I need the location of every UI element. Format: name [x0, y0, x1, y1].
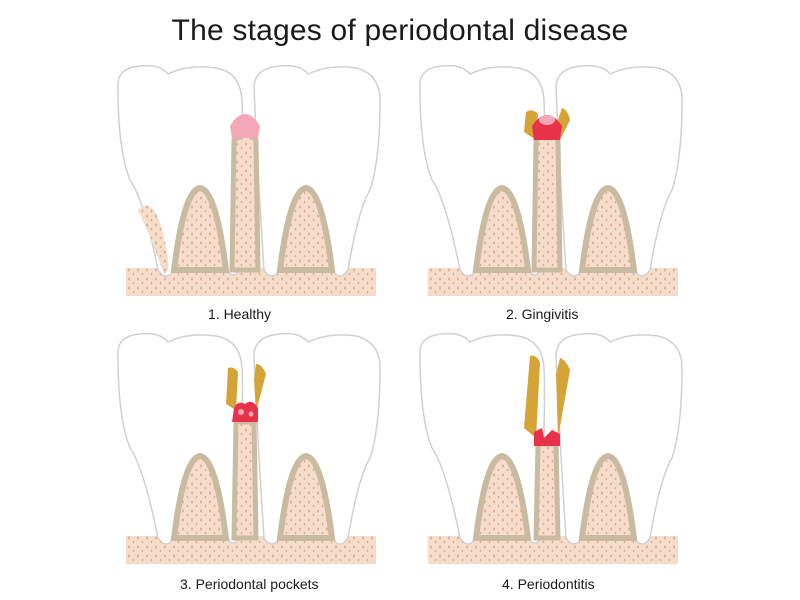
right-root-gap	[578, 452, 638, 541]
teeth-illustration-gingivitis	[419, 64, 683, 296]
stage-caption: 4. Periodontitis	[502, 576, 595, 592]
interdental-bone-receded	[533, 441, 561, 541]
gum-spot	[238, 409, 244, 415]
teeth-illustration-pockets	[117, 332, 381, 564]
right-root-gap	[578, 184, 638, 273]
left-root-gap	[170, 452, 230, 541]
left-tooth	[419, 332, 546, 545]
interdental-bone	[531, 132, 563, 273]
stage-caption: 1. Healthy	[208, 306, 272, 322]
left-tooth	[117, 332, 244, 545]
tartar-right	[254, 364, 266, 412]
interdental-bone	[229, 132, 261, 273]
stage-caption: 2. Gingivitis	[506, 306, 579, 322]
gum-spot	[248, 411, 254, 417]
inflamed-gum	[534, 428, 560, 446]
stage-caption: 3. Periodontal pockets	[180, 576, 319, 592]
left-root-gap	[472, 184, 532, 273]
interdental-bone	[231, 419, 259, 541]
tartar-left	[524, 355, 540, 438]
teeth-illustration-periodontitis	[419, 332, 683, 564]
stage-panel-periodontitis: 4. Periodontitis	[410, 328, 690, 592]
gum-highlight	[539, 115, 555, 125]
tartar-right	[556, 358, 570, 438]
stage-panel-healthy: 1. Healthy	[108, 60, 388, 322]
left-root-gap	[472, 452, 532, 541]
tartar-left	[226, 367, 238, 410]
stage-panel-periodontal-pockets: 3. Periodontal pockets	[108, 328, 388, 592]
stage-panel-gingivitis: 2. Gingivitis	[410, 60, 690, 322]
right-root-gap	[276, 452, 336, 541]
diagram-title: The stages of periodontal disease	[171, 14, 629, 47]
right-root-gap	[276, 184, 336, 273]
left-tooth	[419, 64, 546, 277]
inflamed-gum	[232, 401, 258, 422]
healthy-gum-papilla	[230, 114, 260, 138]
left-bone-fill	[138, 205, 169, 274]
left-root-gap	[170, 184, 230, 273]
teeth-illustration-healthy	[117, 64, 381, 296]
